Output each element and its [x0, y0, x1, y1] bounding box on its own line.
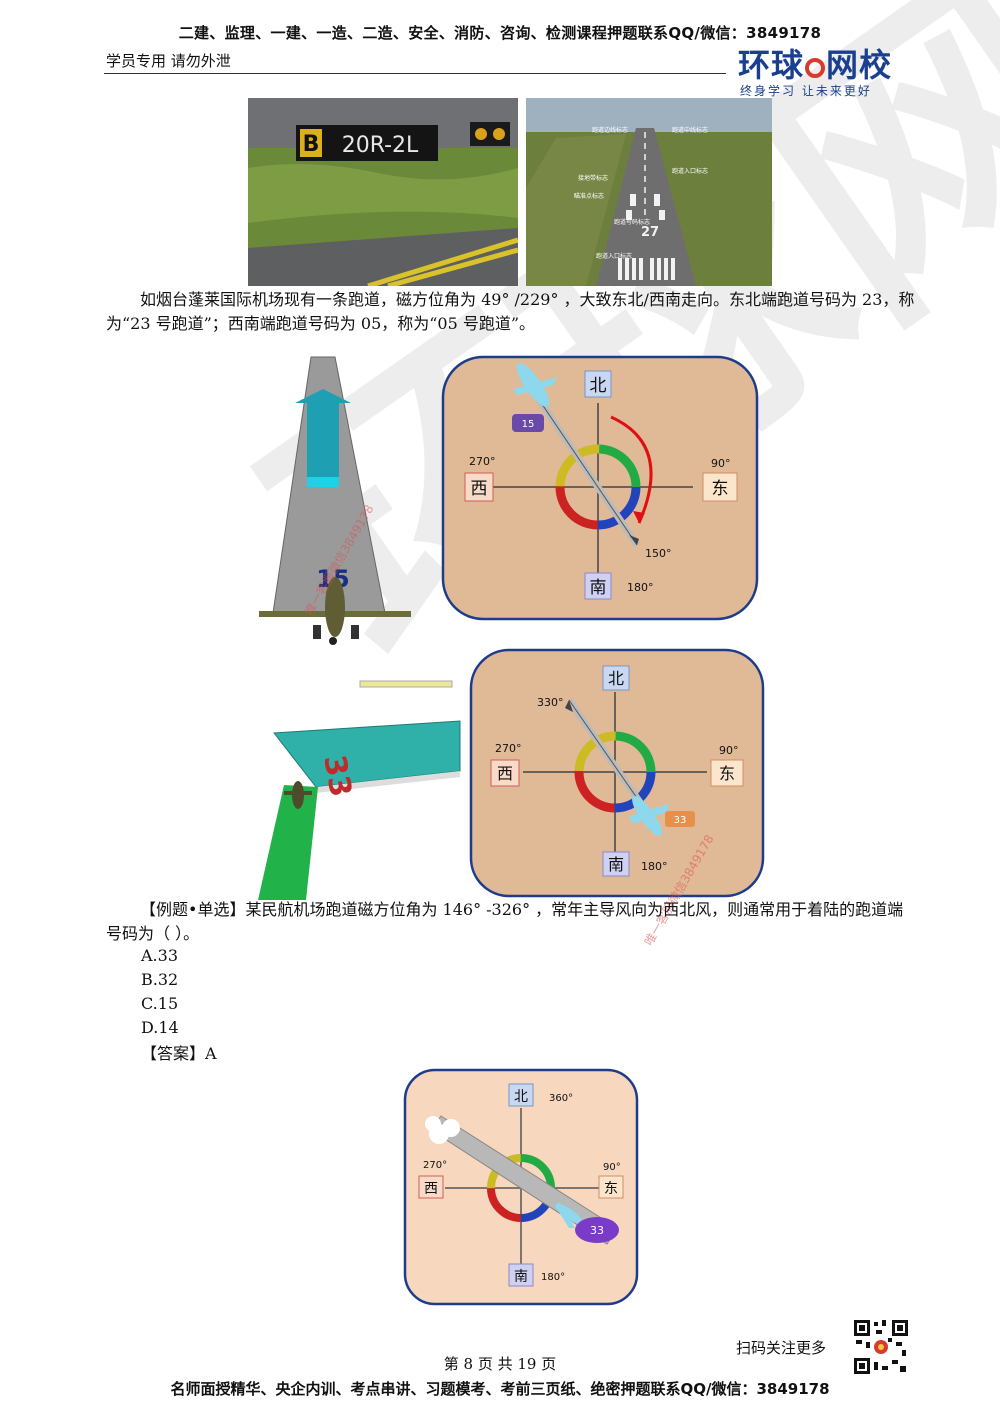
header-contact-line: 二建、监理、一建、一造、二造、安全、消防、咨询、检测课程押题联系QQ/微信：38…: [178, 24, 822, 42]
north-box: [508, 1083, 534, 1107]
degree-label: 180°: [541, 1272, 565, 1283]
option-b: B.32: [141, 970, 179, 989]
degree-label: 270°: [423, 1160, 447, 1171]
degree-label: 180°: [641, 860, 668, 873]
marking-label: 跑道号码标志: [614, 218, 650, 226]
runway-markings-illustration: 27 跑道边线标志 跑道中线标志 跑道入口标志 接地带标志 瞄准点标志 跑道号码…: [526, 98, 772, 286]
airplane-icon: [555, 1202, 583, 1228]
photo-runway-markings: 27 跑道边线标志 跑道中线标志 跑道入口标志 接地带标志 瞄准点标志 跑道号码…: [526, 98, 772, 286]
question-stem: 【例题•单选】某民航机场跑道磁方位角为 146° -326° ，常年主导风向为西…: [106, 900, 904, 943]
west-box: [464, 472, 494, 502]
example-paragraph: 如烟台蓬莱国际机场现有一条跑道，磁方位角为 49° /229° ，大致东北/西南…: [106, 290, 915, 333]
north-label: 北: [514, 1089, 528, 1105]
runway-badge: [575, 1217, 619, 1243]
option-d: D.14: [141, 1018, 179, 1037]
header-confidential-note: 学员专用 请勿外泄: [106, 52, 231, 70]
south-box: [584, 572, 612, 600]
degree-label: 270°: [469, 455, 496, 468]
compass-diagram-15: 15 北 南 西 东 270° 90° 180° 150°: [441, 355, 759, 621]
degree-label: 90°: [603, 1162, 621, 1173]
option-c: C.15: [141, 994, 179, 1013]
logo-text-post: 网校: [826, 46, 893, 84]
south-label: 南: [608, 855, 624, 874]
west-box: [418, 1175, 444, 1199]
south-box: [602, 851, 630, 877]
footer-contact-line: 名师面授精华、央企内训、考点串讲、习题模考、考前三页纸、绝密押题联系QQ/微信：…: [170, 1380, 830, 1398]
photo-runway-sign: B 20R-2L: [248, 98, 518, 286]
runway-badge: [665, 811, 695, 827]
east-label: 东: [719, 764, 735, 783]
runway-sign-illustration: B 20R-2L: [248, 98, 518, 286]
sign-light-icon: [475, 128, 487, 140]
marking-label: 瞄准点标志: [574, 192, 604, 200]
west-label: 西: [424, 1181, 438, 1197]
compass-diagram-33: 33 北 南 西 东 270° 90° 180° 330°: [469, 648, 765, 898]
runway-15-illustration: 15: [255, 355, 415, 650]
heading-label: 330°: [537, 696, 564, 709]
airplane-icon: [259, 577, 411, 645]
logo-slogan: 终身学习 让未来更好: [740, 84, 872, 98]
runway-badge-label: 33: [674, 815, 687, 826]
west-box: [490, 759, 520, 787]
south-label: 南: [590, 578, 607, 598]
compass-diagram-answer: 33 北 南 西 东 360° 270° 90° 180°: [403, 1068, 639, 1306]
marking-label: 跑道边线标志: [592, 126, 628, 134]
north-box: [602, 665, 630, 691]
runway-33-illustration: 33: [254, 675, 464, 900]
runway-33-number: 33: [316, 752, 358, 799]
scan-prompt: 扫码关注更多: [736, 1339, 827, 1357]
header-divider: [104, 73, 726, 74]
east-box: [702, 472, 738, 502]
east-label: 东: [712, 479, 729, 499]
north-label: 北: [590, 376, 607, 396]
east-box: [710, 759, 744, 787]
marking-label: 跑道中线标志: [672, 126, 708, 134]
runway-number-label: 27: [641, 225, 659, 240]
south-label: 南: [514, 1269, 528, 1285]
marking-label: 跑道入口标志: [596, 252, 632, 260]
airplane-icon: [629, 795, 669, 837]
degree-label: 90°: [719, 744, 739, 757]
page-number: 第 8 页 共 19 页: [443, 1355, 557, 1373]
airplane-icon: [284, 781, 312, 809]
north-box: [584, 370, 612, 398]
logo-circle-icon: [805, 58, 826, 78]
answer-text: 【答案】A: [141, 1044, 217, 1063]
cloud-icon: [425, 1116, 460, 1144]
sign-light-icon: [493, 128, 505, 140]
west-label: 西: [471, 479, 488, 499]
qr-code-icon[interactable]: [852, 1318, 910, 1376]
degree-label: 180°: [627, 581, 654, 594]
degree-label: 360°: [549, 1093, 573, 1104]
south-box: [508, 1263, 534, 1287]
sign-letter: B: [303, 132, 320, 157]
west-label: 西: [497, 764, 513, 783]
brand-logo: 环球网校 终身学习 让未来更好: [738, 40, 918, 100]
option-a: A.33: [141, 946, 178, 965]
marking-label: 跑道入口标志: [672, 167, 708, 175]
airplane-icon: [513, 363, 557, 407]
degree-label: 90°: [711, 457, 731, 470]
runway-badge-label: 33: [590, 1224, 604, 1237]
logo-text-pre: 环球: [738, 46, 805, 84]
north-label: 北: [608, 669, 624, 688]
degree-label: 270°: [495, 742, 522, 755]
east-label: 东: [604, 1181, 618, 1197]
sign-text: 20R-2L: [342, 133, 419, 158]
heading-label: 150°: [645, 547, 672, 560]
runway-badge: [512, 414, 544, 432]
marking-label: 接地带标志: [578, 174, 608, 182]
runway-badge-label: 15: [522, 419, 535, 430]
east-box: [598, 1175, 624, 1199]
